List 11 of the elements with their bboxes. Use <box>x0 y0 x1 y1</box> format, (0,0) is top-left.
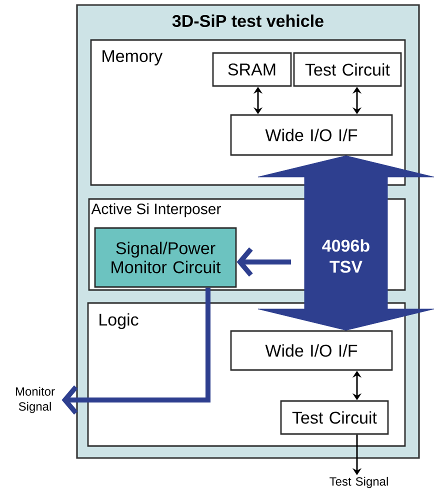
signal-label: Monitor Signal <box>16 386 55 414</box>
block-box: Test Circuit <box>293 52 402 87</box>
block-box: Wide I/O I/F <box>230 114 393 156</box>
block-box: Test Circuit <box>280 400 389 435</box>
block-box: Wide I/O I/F <box>230 330 393 371</box>
edge-label: 4096b TSV <box>322 239 370 273</box>
signal-label: Test Signal <box>330 476 388 488</box>
arrow <box>62 288 210 415</box>
block-box: SRAM <box>212 52 292 87</box>
tsv-block-arrow <box>258 155 434 331</box>
monitor-circuit-box: Signal/Power Monitor Circuit <box>94 227 237 288</box>
